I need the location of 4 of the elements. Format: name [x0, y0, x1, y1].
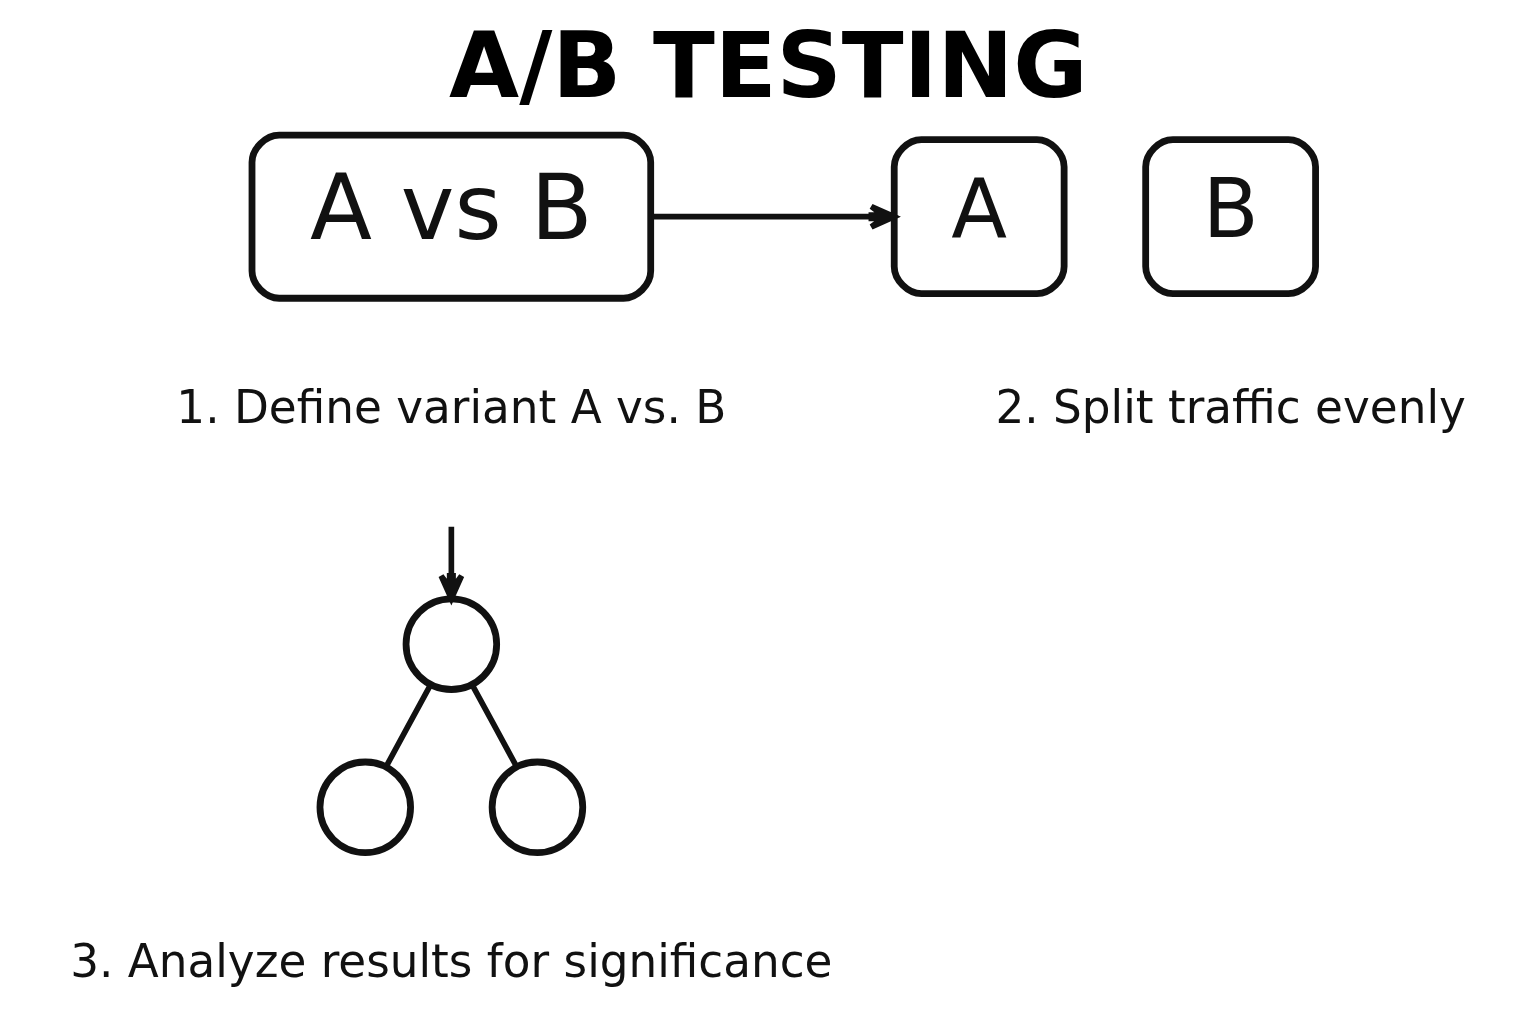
diagram-title: A/B TESTING: [448, 12, 1088, 118]
label: 3. Analyze results for significance: [69, 935, 832, 989]
label: 1. Define variant A vs. B: [175, 380, 726, 434]
label: 2. Split traffic evenly: [994, 380, 1466, 434]
